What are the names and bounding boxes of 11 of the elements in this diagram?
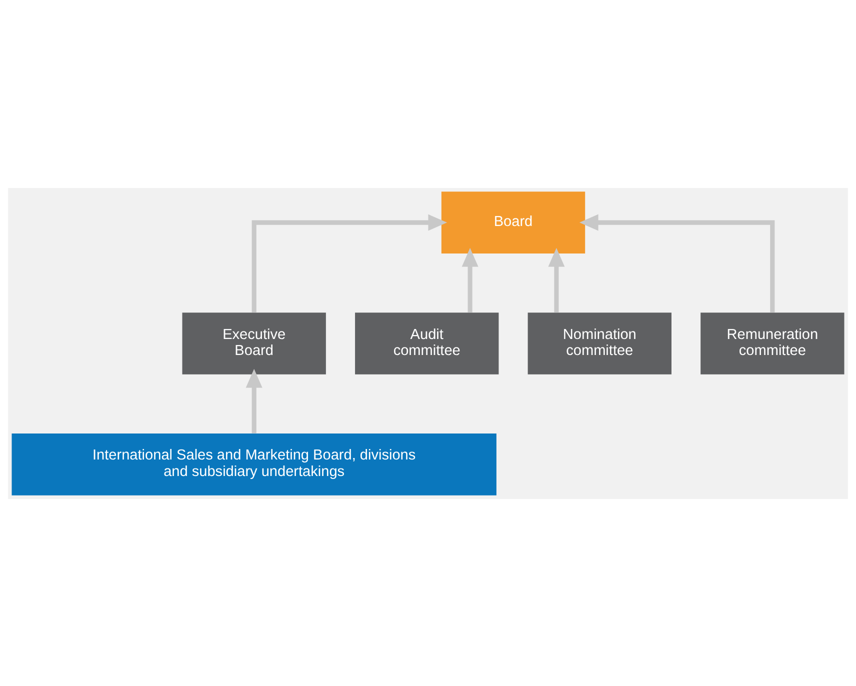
arrow <box>462 247 478 312</box>
arrow <box>252 214 448 312</box>
node-box: International Sales and Marketing Board, divisions and subsidiary undertakings <box>12 433 496 495</box>
arrow <box>548 247 565 312</box>
node-box: Executive Board <box>182 312 326 374</box>
node-box: Nomination committee <box>528 312 672 374</box>
node-box: Remuneration committee <box>700 312 844 374</box>
node-box: Audit committee <box>355 312 499 374</box>
node-box: Board <box>441 191 586 253</box>
arrow <box>246 368 262 433</box>
arrow <box>579 214 775 312</box>
